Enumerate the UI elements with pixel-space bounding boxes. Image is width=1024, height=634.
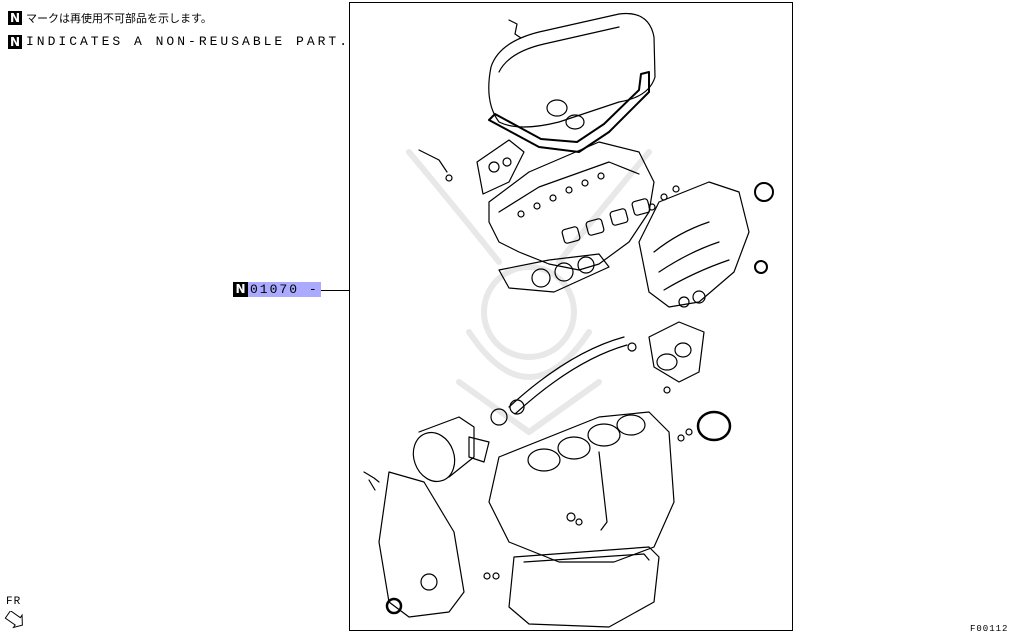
legend-japanese-text: マークは再使用不可部品を示します。 — [26, 12, 212, 25]
non-reusable-symbol: N — [233, 282, 248, 297]
rocker-cover — [488, 12, 656, 130]
part-number-suffix: - — [308, 282, 319, 297]
legend-japanese: N マークは再使用不可部品を示します。 — [8, 10, 212, 26]
cylinder-head — [488, 141, 655, 271]
non-reusable-symbol: N — [8, 11, 22, 25]
water-pipe — [508, 336, 628, 415]
watermark-logo — [406, 149, 652, 435]
part-number-link[interactable]: 01070 - — [248, 282, 321, 297]
legend-english: N INDICATES A NON-REUSABLE PART. — [8, 34, 350, 49]
callout-leader-line — [312, 290, 349, 291]
front-arrow-icon — [4, 611, 23, 629]
water-outlet — [627, 321, 705, 394]
exhaust-manifold-gasket — [418, 139, 525, 195]
front-label: FR — [6, 596, 22, 608]
water-pump — [412, 408, 508, 483]
cylinder-block — [488, 410, 732, 563]
oil-pan — [483, 546, 660, 628]
figure-number: F00112 — [970, 624, 1009, 634]
non-reusable-symbol: N — [8, 34, 22, 49]
part-number: 01070 — [250, 282, 300, 297]
cylinder-head-gasket — [498, 253, 610, 293]
timing-chain-cover — [363, 471, 465, 618]
rocker-cover-gasket — [488, 71, 650, 153]
engine-gasket-kit-diagram — [363, 12, 774, 628]
intake-manifold — [638, 181, 774, 308]
diagram-frame — [349, 2, 793, 631]
part-callout-01070[interactable]: N 01070 - — [233, 282, 321, 297]
legend-english-text: INDICATES A NON-REUSABLE PART. — [26, 34, 351, 49]
